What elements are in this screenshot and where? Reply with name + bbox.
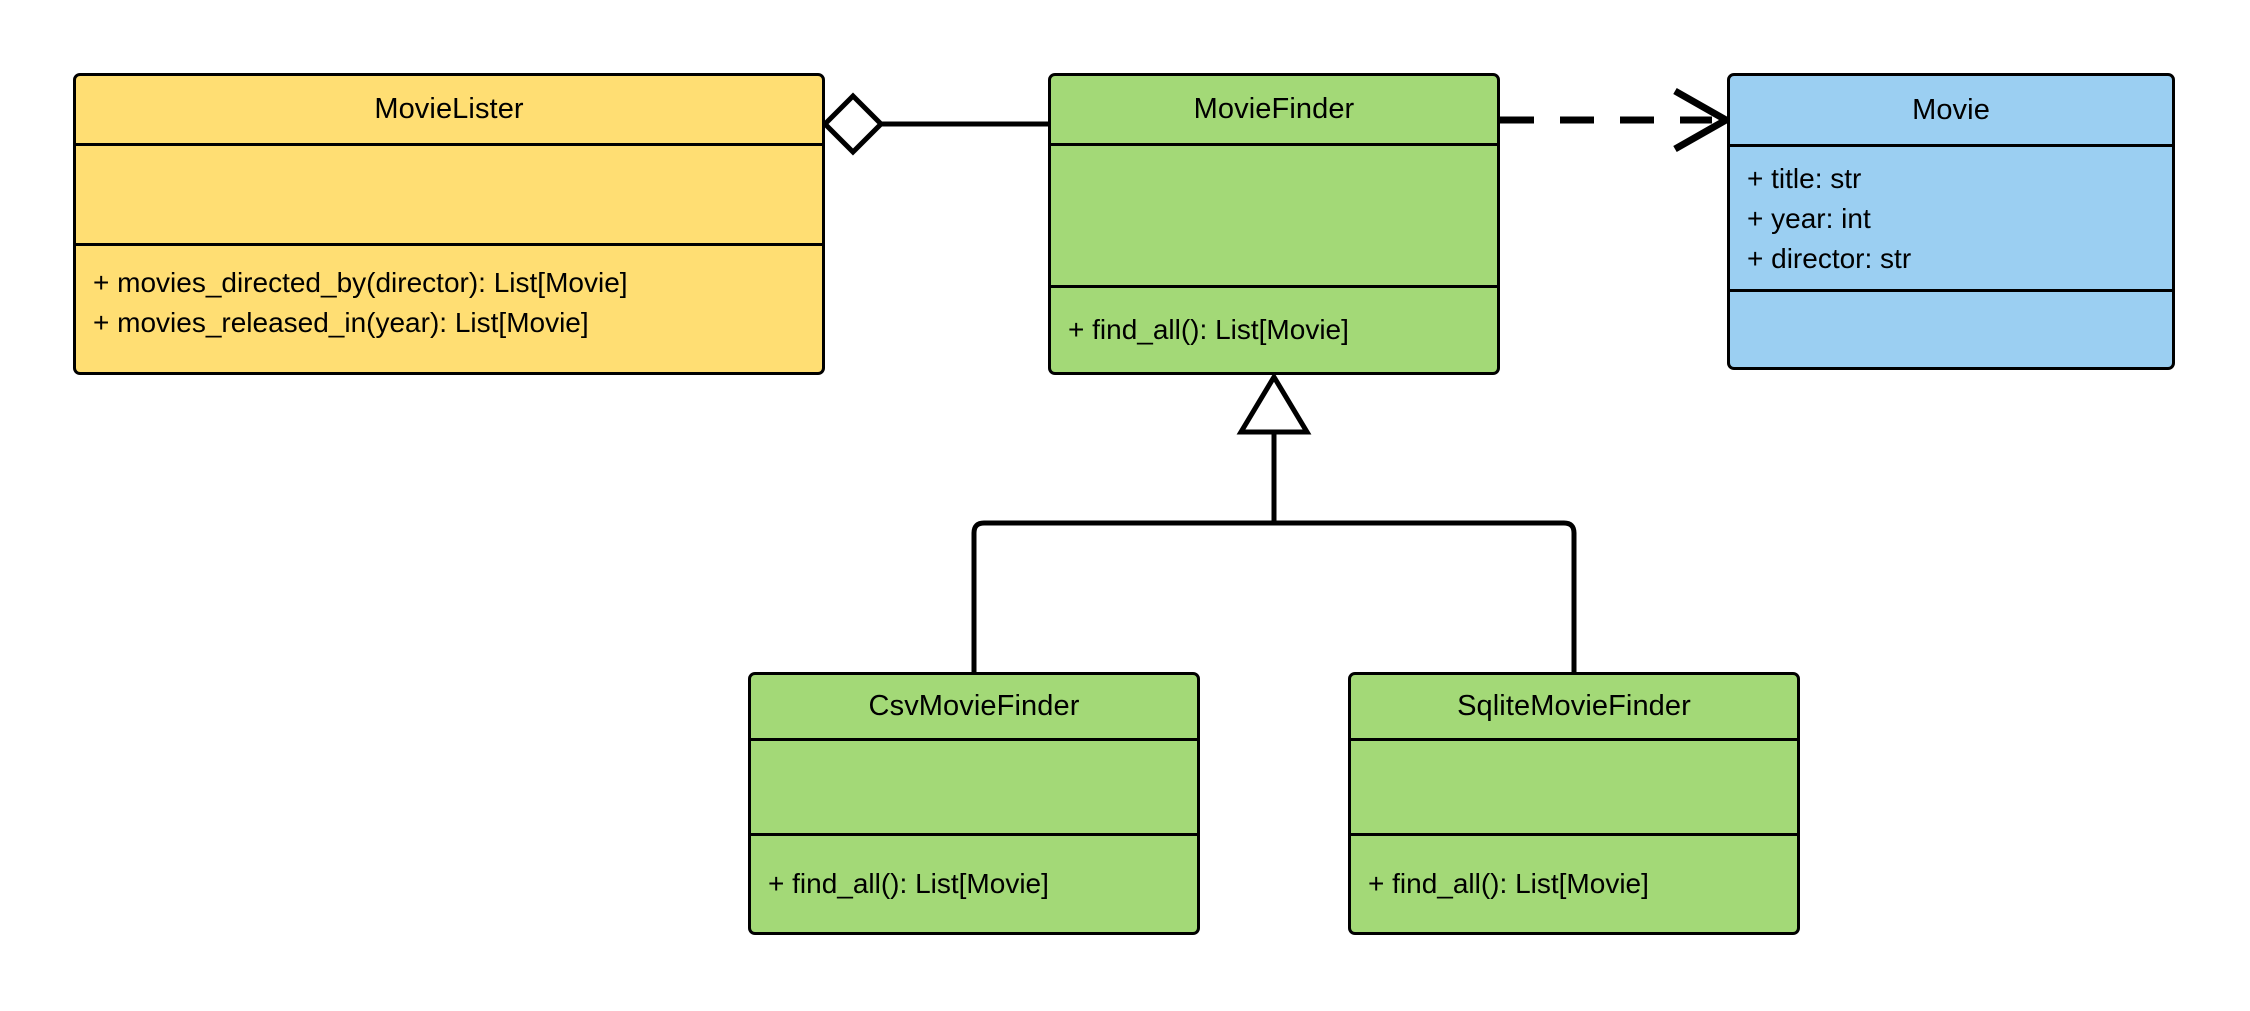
attributes-compartment-sqlite-movie-finder: [1351, 738, 1797, 833]
attributes-compartment-movie-lister: [76, 143, 822, 243]
attributes-compartment-movie: + title: str + year: int + director: str: [1730, 144, 2172, 289]
class-box-sqlite-movie-finder[interactable]: SqliteMovieFinder + find_all(): List[Mov…: [1348, 672, 1800, 935]
attribute-item: + director: str: [1747, 243, 1912, 274]
class-name-movie-lister: MovieLister: [374, 93, 524, 125]
class-name-sqlite-movie-finder: SqliteMovieFinder: [1457, 690, 1691, 722]
methods-compartment-movie-lister: + movies_directed_by(director): List[Mov…: [76, 243, 822, 372]
methods-compartment-csv-movie-finder: + find_all(): List[Movie]: [751, 833, 1197, 932]
generalization-fork: [971, 520, 1577, 672]
dependency-edge-finder-movie[interactable]: [1500, 87, 1734, 153]
generalization-edge-tree[interactable]: [971, 372, 1577, 672]
class-box-movie[interactable]: Movie + title: str + year: int + directo…: [1727, 73, 2175, 370]
open-arrow-icon: [1673, 87, 1734, 153]
class-name-movie: Movie: [1912, 93, 1990, 126]
class-box-movie-finder[interactable]: MovieFinder + find_all(): List[Movie]: [1048, 73, 1500, 375]
methods-compartment-movie: [1730, 289, 2172, 367]
attribute-item: + title: str: [1747, 163, 1862, 194]
method-item: + find_all(): List[Movie]: [1368, 868, 1649, 899]
attributes-compartment-movie-finder: [1051, 143, 1497, 285]
method-item: + movies_released_in(year): List[Movie]: [93, 307, 589, 338]
attribute-item: + year: int: [1747, 203, 1871, 234]
method-item: + find_all(): List[Movie]: [1068, 314, 1349, 345]
class-box-csv-movie-finder[interactable]: CsvMovieFinder + find_all(): List[Movie]: [748, 672, 1200, 935]
methods-compartment-movie-finder: + find_all(): List[Movie]: [1051, 285, 1497, 372]
method-item: + movies_directed_by(director): List[Mov…: [93, 267, 628, 298]
aggregation-edge-lister-finder[interactable]: [821, 92, 1048, 156]
attributes-compartment-csv-movie-finder: [751, 738, 1197, 833]
class-box-movie-lister[interactable]: MovieLister + movies_directed_by(directo…: [73, 73, 825, 375]
hollow-diamond-icon: [821, 92, 885, 156]
class-name-movie-finder: MovieFinder: [1193, 93, 1355, 125]
hollow-triangle-icon: [1236, 372, 1312, 435]
class-name-csv-movie-finder: CsvMovieFinder: [868, 690, 1080, 722]
method-item: + find_all(): List[Movie]: [768, 868, 1049, 899]
methods-compartment-sqlite-movie-finder: + find_all(): List[Movie]: [1351, 833, 1797, 932]
